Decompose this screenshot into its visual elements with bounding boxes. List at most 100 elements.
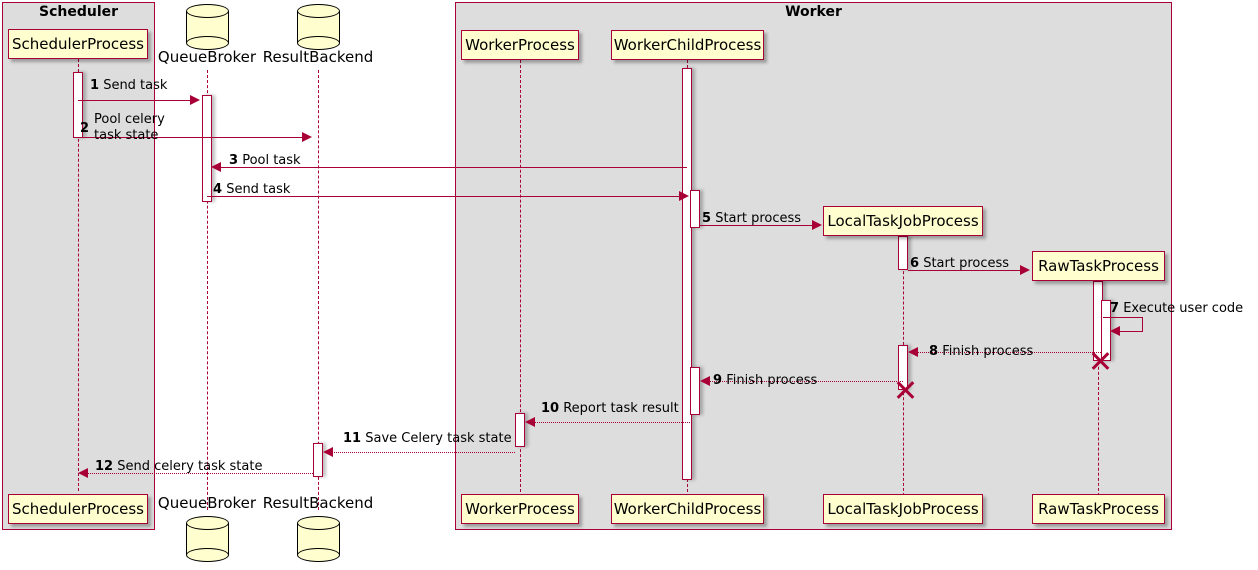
database-result-backend-bottom[interactable] [297,516,343,565]
message-2-line [78,137,303,138]
message-8-arrowhead [908,347,918,357]
participant-worker-child-process-top-label: WorkerChildProcess [613,36,762,54]
message-8-label: 8 Finish process [929,344,1033,359]
database-queue-broker-top-label: QueueBroker [157,48,257,66]
message-10-number: 10 [541,401,560,416]
message-4-text: Send task [226,182,291,197]
message-4-number: 4 [213,182,223,197]
participant-scheduler-process-top[interactable]: SchedulerProcess [8,29,148,59]
lifeline-scheduler-process [78,59,79,491]
database-queue-broker-top-bottom [186,36,229,50]
message-8-text: Finish process [942,344,1034,359]
participant-worker-process-bottom-label: WorkerProcess [465,500,575,518]
message-4-arrowhead [679,191,689,201]
message-1-text: Send task [103,78,168,93]
message-1-arrowhead [190,95,200,105]
message-7-line-right [1142,317,1143,331]
message-3-label: 3 Pool task [229,153,301,168]
message-7-label: 7 Execute user code [1110,301,1243,316]
activation-worker-child-process-main [682,68,692,480]
database-result-backend-top-label: ResultBackend [262,48,374,66]
database-queue-broker-top-top [186,4,229,18]
lifeline-queue-broker [207,70,208,510]
group-worker-title: Worker [785,4,842,20]
participant-worker-child-process-top[interactable]: WorkerChildProcess [611,30,764,60]
message-5-text: Start process [715,211,802,226]
participant-worker-process-top-label: WorkerProcess [465,36,575,54]
activation-result-backend [313,443,323,477]
participant-raw-task-process-top-label: RawTaskProcess [1038,257,1159,275]
message-9-text: Finish process [726,373,818,388]
message-6-number: 6 [910,256,920,271]
lifeline-raw-task-process [1098,281,1099,496]
message-10-line [533,422,690,423]
participant-raw-task-process-top[interactable]: RawTaskProcess [1032,251,1165,281]
message-9-number: 9 [713,373,723,388]
message-3-arrowhead [211,162,221,172]
group-scheduler-title: Scheduler [38,4,119,20]
message-2-arrowhead [302,132,312,142]
message-11-text: Save Celery task state [365,431,512,446]
message-1-number: 1 [90,78,100,93]
message-2-number: 2 [80,121,90,136]
database-queue-broker-bottom-bottom [186,548,229,562]
message-6-line [908,270,1022,271]
lifeline-worker-process [520,60,521,492]
database-result-backend-top-top [297,4,340,18]
activation-worker-process [515,413,525,447]
message-7-text: Execute user code [1123,301,1244,316]
message-12-number: 12 [95,459,114,474]
message-3-number: 3 [229,153,239,168]
message-5-number: 5 [702,211,712,226]
message-11-line [331,452,515,453]
message-10-text: Report task result [563,401,679,416]
participant-local-task-job-process-top-label: LocalTaskJobProcess [827,212,979,230]
message-7-line-top [1103,317,1143,318]
message-12-line [86,473,313,474]
participant-raw-task-process-bottom-label: RawTaskProcess [1038,500,1159,518]
message-4-label: 4 Send task [213,182,290,197]
database-queue-broker-bottom[interactable] [186,516,232,565]
destroy-raw-task-process [1088,350,1110,372]
message-3-line [213,167,687,168]
message-10-arrowhead [525,417,535,427]
database-queue-broker-top[interactable] [186,4,232,53]
database-result-backend-top-bottom [297,36,340,50]
message-2-text-line1: Pool celery [94,112,165,127]
message-10-label: 10 Report task result [541,401,679,416]
lifeline-result-backend [318,70,319,510]
activation-worker-child-process-nested-2 [690,367,700,415]
message-11-number: 11 [343,431,362,446]
message-6-arrowhead [1020,265,1030,275]
participant-local-task-job-process-bottom[interactable]: LocalTaskJobProcess [823,494,983,524]
participant-raw-task-process-bottom[interactable]: RawTaskProcess [1032,494,1165,524]
message-12-arrowhead [78,468,88,478]
participant-worker-child-process-bottom-label: WorkerChildProcess [613,500,762,518]
message-12-label: 12 Send celery task state [95,459,262,474]
participant-local-task-job-process-top[interactable]: LocalTaskJobProcess [823,206,983,236]
message-3-text: Pool task [242,153,301,168]
participant-scheduler-process-bottom-label: SchedulerProcess [12,500,144,518]
message-6-label: 6 Start process [910,256,1009,271]
database-queue-broker-bottom-label: QueueBroker [157,494,257,512]
participant-worker-process-bottom[interactable]: WorkerProcess [461,494,579,524]
database-result-backend-bottom-top [297,516,340,530]
participant-worker-child-process-bottom[interactable]: WorkerChildProcess [611,494,764,524]
message-11-arrowhead [323,447,333,457]
message-8-line [916,352,1101,353]
message-5-line [700,225,814,226]
message-1-line [78,100,191,101]
participant-worker-process-top[interactable]: WorkerProcess [461,30,579,60]
participant-scheduler-process-top-label: SchedulerProcess [12,35,144,53]
message-5-arrowhead [812,220,822,230]
database-result-backend-bottom-label: ResultBackend [262,494,374,512]
message-12-text: Send celery task state [117,459,263,474]
activation-worker-child-process-nested-1 [690,190,700,228]
database-result-backend-top[interactable] [297,4,343,53]
message-7-number: 7 [1110,301,1120,316]
activation-local-task-job-process-1 [898,236,908,270]
message-6-text: Start process [923,256,1010,271]
participant-scheduler-process-bottom[interactable]: SchedulerProcess [8,494,148,524]
database-queue-broker-bottom-top [186,516,229,530]
